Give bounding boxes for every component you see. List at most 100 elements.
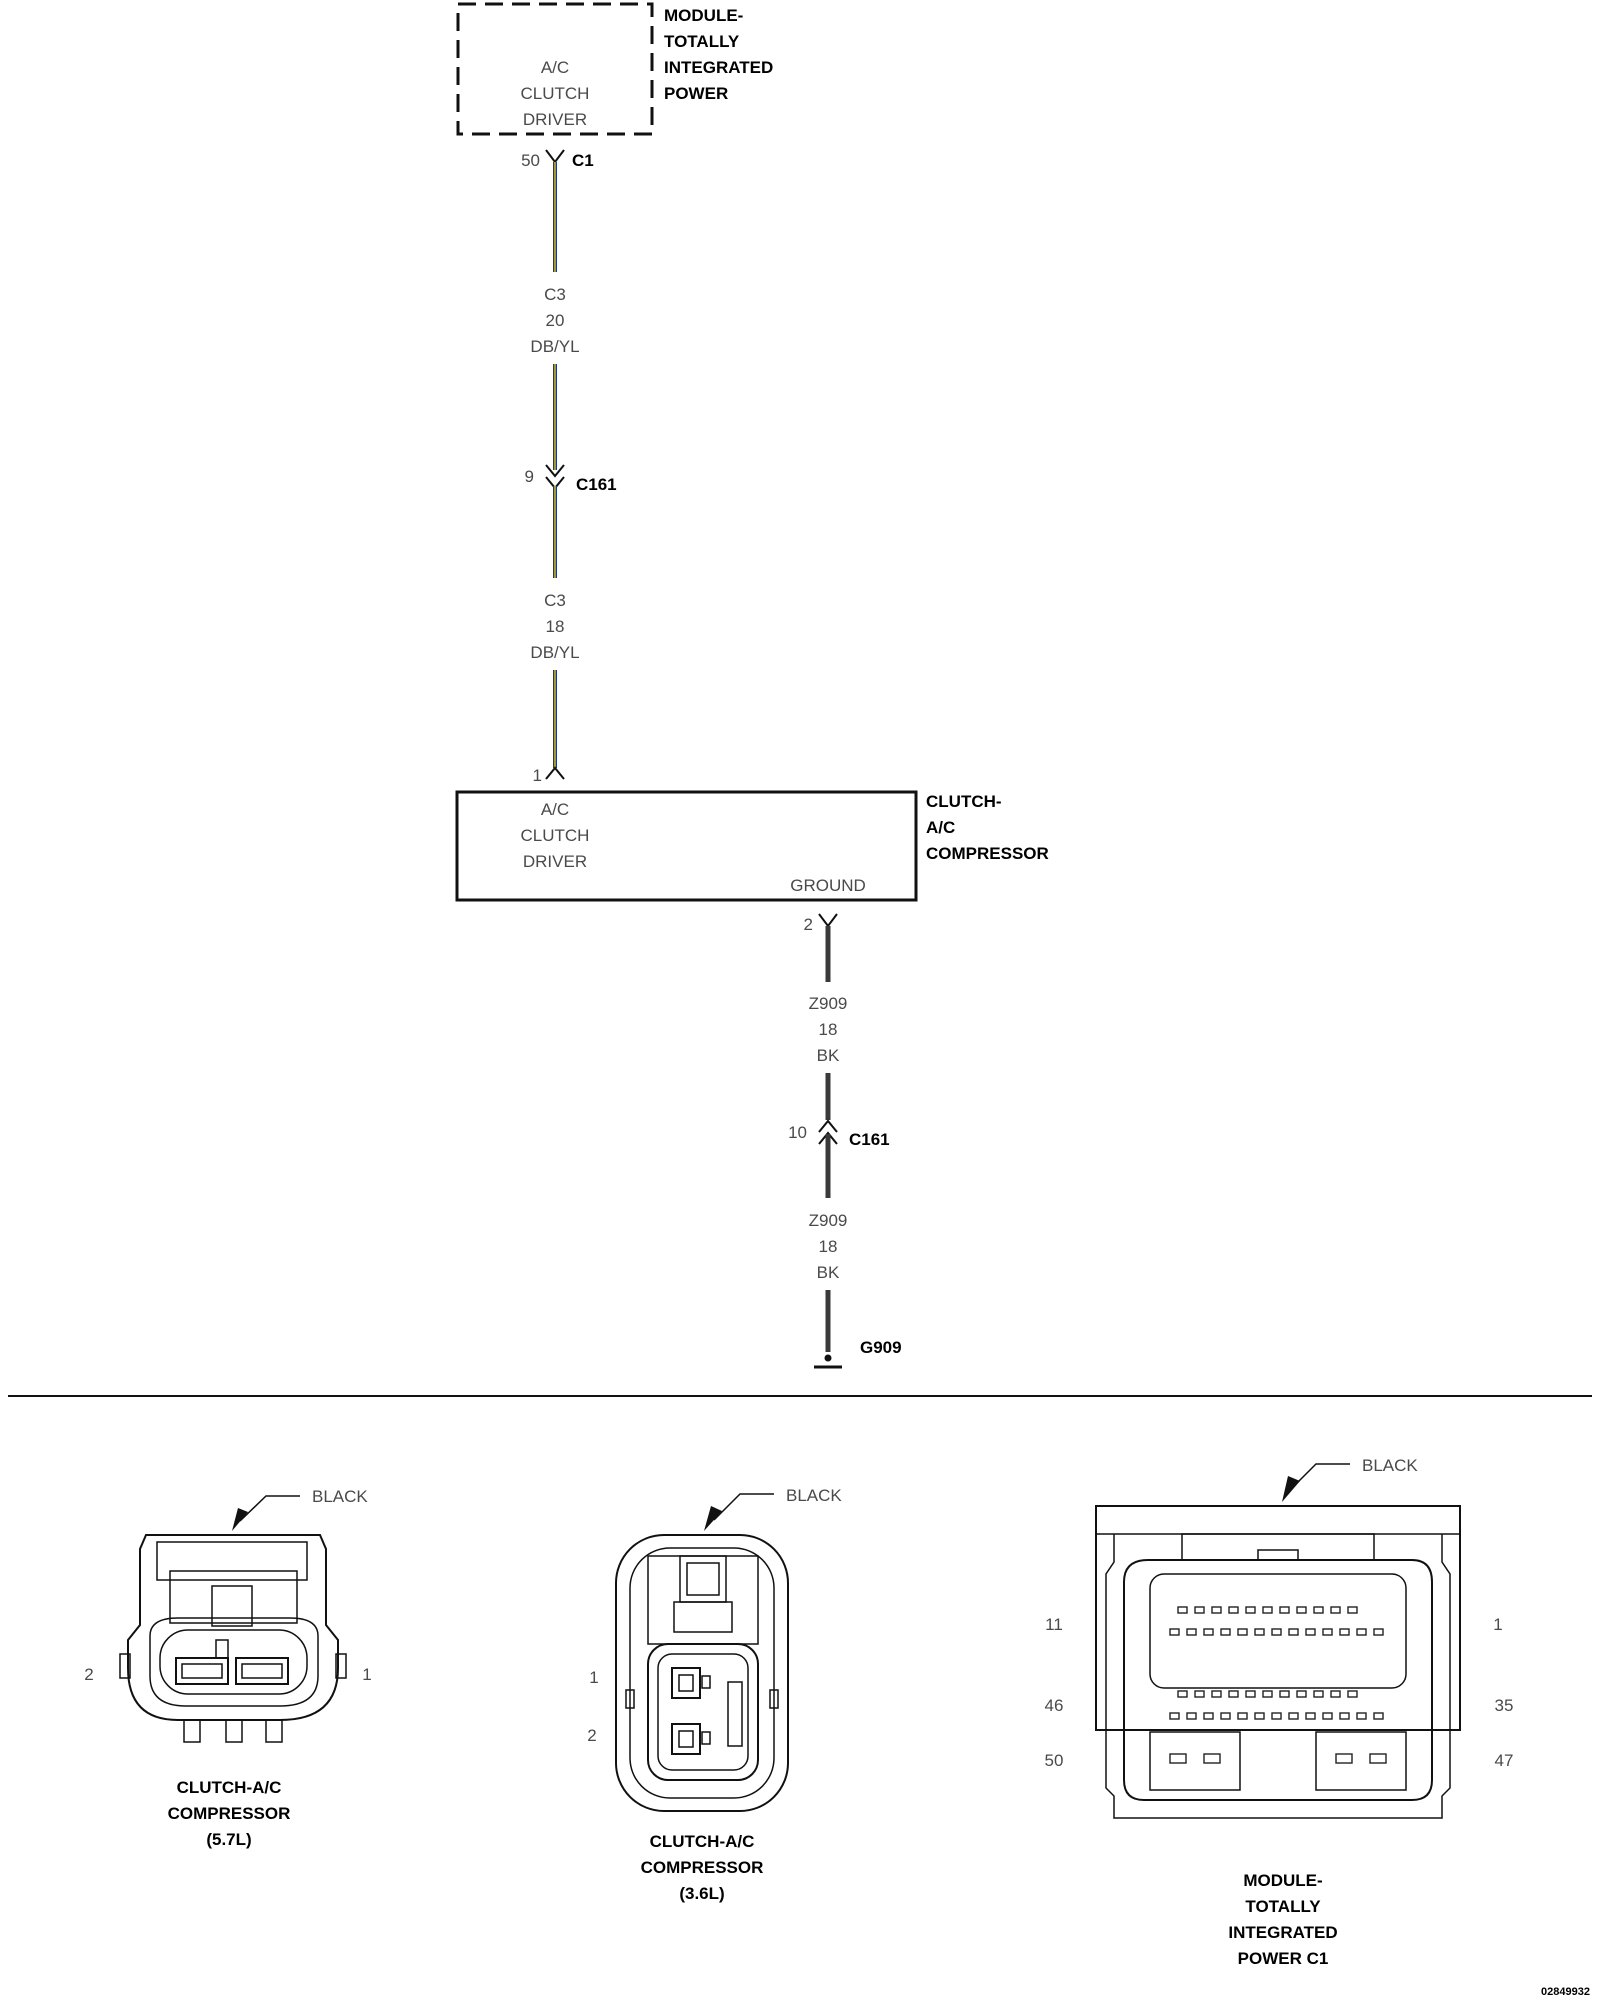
connector-outline bbox=[615, 1534, 789, 1812]
terminal-cavity bbox=[1203, 1628, 1214, 1636]
compressor-inner-line-1: A/C bbox=[541, 800, 569, 819]
terminal-cavity-1 bbox=[235, 1657, 289, 1685]
terminal-cavity bbox=[1169, 1712, 1180, 1720]
wire-circuit: C3 bbox=[544, 591, 566, 610]
pin-1-compressor: 1 bbox=[533, 766, 565, 785]
caption-line-1: CLUTCH-A/C bbox=[650, 1832, 755, 1851]
terminal-cavity bbox=[1322, 1712, 1333, 1720]
module-title-line-4: POWER bbox=[664, 84, 728, 103]
wire-gauge: 18 bbox=[819, 1237, 838, 1256]
terminal-cavity bbox=[1237, 1628, 1248, 1636]
terminal-cavity-1 bbox=[671, 1667, 701, 1699]
connector-color-label: BLACK bbox=[312, 1487, 368, 1506]
compressor-inner-line-2: CLUTCH bbox=[521, 826, 590, 845]
connector-color-label: BLACK bbox=[786, 1486, 842, 1505]
callout-arrow bbox=[704, 1506, 722, 1531]
terminal-cavity bbox=[1305, 1628, 1316, 1636]
terminal-cavity bbox=[1254, 1712, 1265, 1720]
connector-id: C161 bbox=[576, 475, 617, 494]
pin-2-compressor: 2 bbox=[804, 913, 838, 934]
terminal-cavity bbox=[1271, 1712, 1282, 1720]
wire-color: BK bbox=[817, 1263, 840, 1282]
pin-number: 1 bbox=[533, 766, 542, 785]
pin-label-1: 1 bbox=[1493, 1615, 1502, 1634]
caption-line-3: (5.7L) bbox=[206, 1830, 251, 1849]
wire-color: DB/YL bbox=[530, 643, 579, 662]
pin-label-50: 50 bbox=[1045, 1751, 1064, 1770]
terminal-cavity bbox=[1194, 1690, 1205, 1698]
connector-symbol bbox=[545, 766, 565, 780]
pin-label-35: 35 bbox=[1495, 1696, 1514, 1715]
connector-symbol bbox=[818, 913, 838, 928]
pin-label-top: 1 bbox=[589, 1668, 598, 1687]
terminal-cavity bbox=[1220, 1628, 1231, 1636]
terminal-cavity bbox=[1245, 1606, 1256, 1614]
terminal-cavity bbox=[1347, 1690, 1358, 1698]
terminal-cavity bbox=[1169, 1628, 1180, 1636]
wire-circuit: Z909 bbox=[809, 994, 848, 1013]
wire-z909-18-bk-lower: Z909 18 BK bbox=[809, 1134, 848, 1352]
caption-line-2: COMPRESSOR bbox=[168, 1804, 291, 1823]
caption-line-2: COMPRESSOR bbox=[641, 1858, 764, 1877]
connector-view-compressor-5-7l: BLACK 2 1 CLUTCH-A/C COMPRESSOR (5.7L) bbox=[84, 1487, 371, 1849]
callout-arrow bbox=[1282, 1476, 1300, 1502]
compressor-title-line-2: A/C bbox=[926, 818, 955, 837]
ground-splice-dot bbox=[824, 1354, 832, 1362]
caption-line-4: POWER C1 bbox=[1238, 1949, 1329, 1968]
caption-line-3: INTEGRATED bbox=[1228, 1923, 1337, 1942]
inline-c161-pin-10: 10 C161 bbox=[788, 1119, 890, 1149]
connector-symbol bbox=[545, 464, 565, 478]
wire-gauge: 18 bbox=[546, 617, 565, 636]
terminal-cavity bbox=[1313, 1606, 1324, 1614]
terminal-cavity bbox=[1288, 1628, 1299, 1636]
caption-line-1: MODULE- bbox=[1243, 1871, 1322, 1890]
compressor-clutch-block: A/C CLUTCH DRIVER GROUND CLUTCH- A/C COM… bbox=[455, 790, 1049, 902]
terminal-cavity bbox=[1356, 1712, 1367, 1720]
terminal-cavity bbox=[1305, 1712, 1316, 1720]
connector-color-label: BLACK bbox=[1362, 1456, 1418, 1475]
inline-c161-pin-9: 9 C161 bbox=[525, 464, 617, 494]
connector-id: C1 bbox=[572, 151, 594, 170]
terminal-cavity bbox=[1271, 1628, 1282, 1636]
terminal-cavity bbox=[1296, 1606, 1307, 1614]
wire-c3-18-dbyl: C3 18 DB/YL bbox=[530, 486, 580, 768]
terminal-cavity bbox=[1186, 1712, 1197, 1720]
connector-id: C161 bbox=[849, 1130, 890, 1149]
terminal-cavity-2 bbox=[175, 1657, 229, 1685]
connector-symbol bbox=[545, 149, 565, 164]
terminal-cavity bbox=[1347, 1606, 1358, 1614]
terminal-cavity bbox=[1373, 1628, 1384, 1636]
pin-50-c1: 50 C1 bbox=[521, 149, 594, 170]
ground-g909: G909 bbox=[814, 1338, 902, 1369]
wire-color: BK bbox=[817, 1046, 840, 1065]
module-inner-line-3: DRIVER bbox=[523, 110, 587, 129]
terminal-cavity bbox=[1237, 1712, 1248, 1720]
terminal-cavity bbox=[1339, 1712, 1350, 1720]
terminal-cavity bbox=[1313, 1690, 1324, 1698]
terminal-cavity bbox=[1203, 1712, 1214, 1720]
pin-label-47: 47 bbox=[1495, 1751, 1514, 1770]
compressor-title-line-3: COMPRESSOR bbox=[926, 844, 1049, 863]
pin-number: 2 bbox=[804, 915, 813, 934]
wire-circuit: Z909 bbox=[809, 1211, 848, 1230]
terminal-cavity bbox=[1279, 1606, 1290, 1614]
terminal-cavity bbox=[1279, 1690, 1290, 1698]
connector-outline bbox=[1095, 1505, 1461, 1731]
terminal-cavity bbox=[1228, 1690, 1239, 1698]
module-title-line-2: TOTALLY bbox=[664, 32, 740, 51]
terminal-cavity bbox=[1330, 1606, 1341, 1614]
connector-outline bbox=[127, 1534, 339, 1721]
terminal-cavity-2 bbox=[671, 1723, 701, 1755]
terminal-cavity bbox=[1211, 1606, 1222, 1614]
pin-label-46: 46 bbox=[1045, 1696, 1064, 1715]
terminal-cavity bbox=[1262, 1606, 1273, 1614]
pin-label-right: 1 bbox=[362, 1665, 371, 1684]
terminal-cavity bbox=[1186, 1628, 1197, 1636]
terminal-grid bbox=[1169, 1606, 1384, 1720]
pin-number: 10 bbox=[788, 1123, 807, 1142]
terminal-cavity bbox=[1262, 1690, 1273, 1698]
callout-arrow bbox=[232, 1508, 248, 1531]
connector-view-compressor-3-6l: BLACK 1 2 CLUTCH-A/C COMPRESSOR (3.6L) bbox=[587, 1486, 842, 1903]
wire-gauge: 18 bbox=[819, 1020, 838, 1039]
